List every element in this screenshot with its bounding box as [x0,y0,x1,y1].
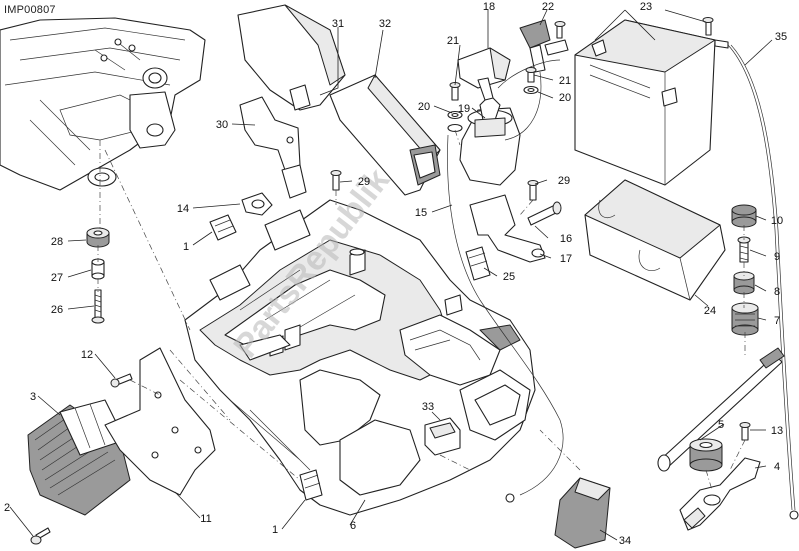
callout-label: 10 [771,215,783,227]
bracket-30 [239,96,307,199]
callout-label: 25 [503,271,515,283]
callout-label: 6 [350,520,356,532]
callout-label: 34 [619,535,631,547]
callout-label: 35 [775,31,787,43]
screw-21-left [449,82,461,101]
callout-label: 12 [81,349,93,361]
callout-label: 21 [447,35,459,47]
callout-label: 19 [458,103,470,115]
rubber-5 [689,438,723,472]
callout-label: 31 [332,18,344,30]
screw-13 [739,422,751,441]
callout-label: 24 [704,305,716,317]
strap-4 [679,457,761,531]
washer-20-right [523,85,539,95]
callout-label: 15 [415,207,427,219]
plate-11 [104,347,216,496]
bolt-9 [737,236,751,263]
grommet-28 [86,227,110,248]
callout-label: 33 [422,401,434,413]
callout-label: 9 [774,251,780,263]
clip-25 [465,246,491,281]
cable-15 [447,134,564,503]
regulator-3 [27,399,131,516]
screw-16 [527,201,562,226]
callout-label: 23 [640,1,652,13]
screw-2 [30,527,51,545]
callout-label: 29 [358,176,370,188]
callout-label: 17 [560,253,572,265]
callout-label: 18 [483,1,495,13]
callout-label: 21 [559,75,571,87]
callout-label: 28 [51,236,63,248]
screw-12 [110,373,133,388]
battery-23 [574,19,716,186]
damper-8 [733,271,755,295]
callout-labels: 1 1 2 3 4 5 6 7 8 9 10 11 12 13 14 15 16… [4,1,787,547]
cap-10 [731,204,757,228]
clip-1-lower [299,469,323,501]
connector-33 [424,417,461,456]
cover-32 [329,74,441,196]
callout-label: 20 [418,101,430,113]
cover-31 [237,4,346,111]
spacer-27 [91,258,105,280]
callout-label: 14 [177,203,189,215]
drawing-code: IMP00807 [4,4,56,16]
connector-18 [457,47,511,101]
cable-35 [714,39,799,520]
callout-label: 29 [558,175,570,187]
screw-29-top [330,170,342,191]
callout-label: 11 [200,513,211,525]
grommet-7 [731,302,759,336]
callout-label: 13 [771,425,783,437]
screw-21-right [525,67,537,83]
clip-14 [241,192,273,216]
callout-label: 3 [30,391,36,403]
screws-23 [554,17,714,39]
washer-20-left [447,110,463,133]
battery-box-6 [184,199,536,516]
callout-label: 26 [51,304,63,316]
relay-19 [459,94,521,186]
callout-label: 1 [272,524,278,536]
callout-label: 22 [542,1,554,13]
callout-label: 7 [774,315,780,327]
leader-lines [9,9,773,541]
callout-label: 8 [774,286,780,298]
rod-bracket [657,347,785,472]
callout-label: 5 [718,419,724,431]
frame-section [0,17,206,191]
callout-label: 2 [4,502,10,514]
callout-label: 32 [379,18,391,30]
clip-1-upper [209,214,237,241]
battery-tray-24 [584,179,726,301]
assembly-lines [97,129,746,491]
connector-22 [519,19,569,73]
callout-label: 4 [774,461,780,473]
callout-label: 30 [216,119,228,131]
bracket-17 [469,194,546,263]
callout-label: 1 [183,241,189,253]
callout-label: 27 [51,272,63,284]
callout-label: 20 [559,92,571,104]
callout-label: 16 [560,233,572,245]
screw-26 [91,289,105,324]
cover-34 [554,477,611,549]
